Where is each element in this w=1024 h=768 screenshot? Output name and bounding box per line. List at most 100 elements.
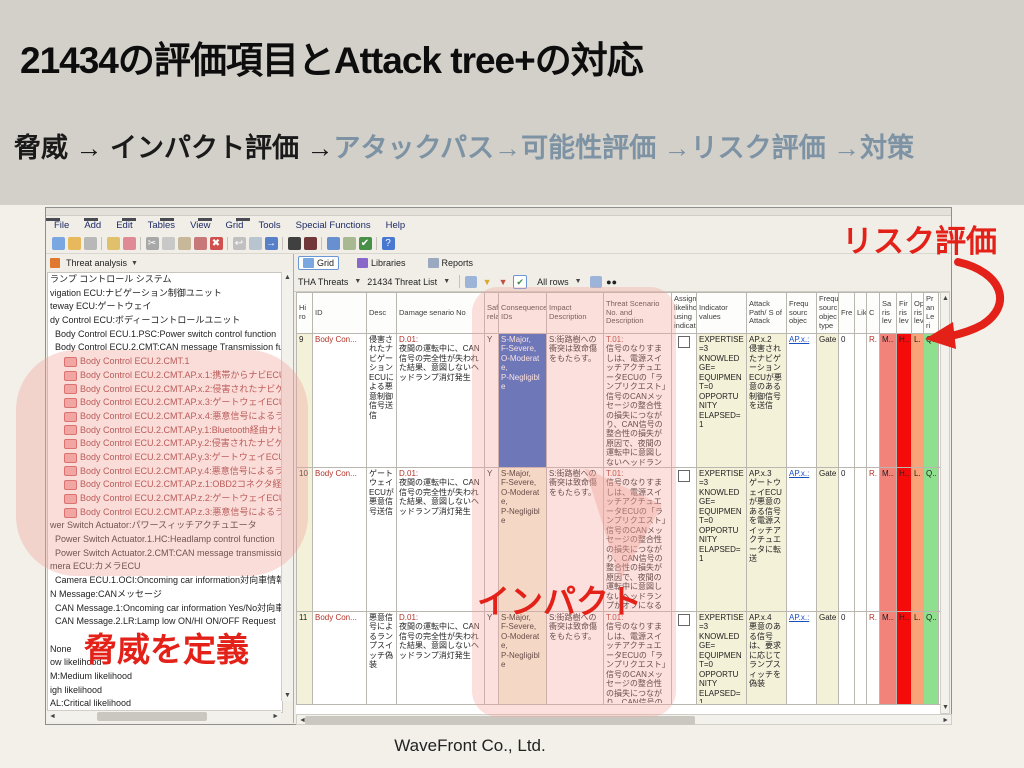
cell-fobj[interactable]: AP.x.: [786, 333, 817, 468]
cell-impact[interactable]: S:街路樹への衝突は致命傷をもたらす。 [546, 467, 604, 612]
tab-reports[interactable]: Reports [424, 257, 478, 269]
chevron-down-icon[interactable]: ▼ [574, 278, 582, 285]
cell-conseq[interactable]: S-Major, F-Severe, O-Moderate, P-Negligi… [498, 333, 547, 468]
tree-item[interactable]: Power Switch Actuator.1.HC:Headlamp cont… [48, 533, 282, 547]
cell-c[interactable]: R. [866, 333, 880, 468]
cell-sa[interactable]: M... [879, 467, 897, 612]
dataset-dropdown[interactable]: THA Threats [298, 276, 349, 287]
tree-threat-item[interactable]: Body Control ECU.2.CMT.AP.y.3:ゲートウェイECUが… [48, 451, 282, 465]
tree-threat-item[interactable]: Body Control ECU.2.CMT.AP.x.1:携帯からナビECU攻… [48, 369, 282, 383]
scroll-down-icon[interactable]: ▼ [942, 704, 949, 711]
cell-op[interactable]: L... [911, 333, 924, 468]
cell-fobj[interactable]: AP.x.: [786, 467, 817, 612]
column-header[interactable]: Hi ro [296, 292, 313, 334]
import-icon[interactable] [342, 237, 356, 250]
export-icon[interactable]: → [264, 237, 278, 250]
cell-saf[interactable]: Y [484, 611, 499, 705]
tree-item[interactable]: Body Control ECU.2.CMT:CAN message Trans… [48, 341, 282, 355]
grid-vertical-scrollbar[interactable]: ▲ ▼ [940, 292, 950, 714]
user-icon[interactable] [326, 237, 340, 250]
scroll-up-icon[interactable]: ▲ [942, 295, 949, 302]
tree-item[interactable]: teway ECU:ゲートウェイ [48, 300, 282, 314]
cell-desc[interactable]: 侵害されたナビゲーションECUによる悪意制御信号送信 [366, 333, 397, 468]
tree-threat-item[interactable]: Body Control ECU.2.CMT.AP.y.4:悪意信号によるランプ… [48, 465, 282, 479]
column-header[interactable]: Assign likeliho using indicat [671, 292, 697, 334]
folder-add-icon[interactable] [106, 237, 120, 250]
column-header[interactable]: Desc [366, 292, 397, 334]
cell-pr[interactable]: Q... [923, 611, 939, 705]
tree-item[interactable]: ow likelihood [48, 656, 282, 670]
find-icon[interactable] [287, 237, 301, 250]
cell-impact[interactable]: S:街路樹への衝突は致命傷をもたらす。 [546, 333, 604, 468]
tree-threat-item[interactable]: Body Control ECU.2.CMT.AP.z.1:OBD2コネクタ経由… [48, 478, 282, 492]
column-header[interactable]: Consequence IDs [498, 292, 547, 334]
duplicate-icon[interactable] [248, 237, 262, 250]
column-header[interactable]: Saf rela [484, 292, 499, 334]
cell-c[interactable]: R. [866, 611, 880, 705]
column-header[interactable]: Indicator values [696, 292, 747, 334]
tree-vertical-scrollbar[interactable]: ▲ ▼ [281, 272, 293, 701]
filter-check-icon[interactable]: ✔ [513, 274, 528, 289]
column-header[interactable]: ID [312, 292, 367, 334]
tree-item[interactable]: Body Control ECU.1.PSC:Power switch cont… [48, 328, 282, 342]
cell-fre[interactable]: 0 [838, 467, 855, 612]
column-header[interactable]: Frequ sourc objec [786, 292, 817, 334]
cell-ind[interactable]: EXPERTISE=3 KNOWLEDGE= EQUIPMENT=0 OPPOR… [696, 611, 747, 705]
cell-sa[interactable]: M... [879, 333, 897, 468]
tree-item[interactable]: N Message:CANメッセージ [48, 588, 282, 602]
tree-item[interactable]: Power Switch Actuator.2.CMT:CAN message … [48, 547, 282, 561]
cell-id[interactable]: Body Con... [312, 611, 367, 705]
column-header[interactable]: Fir ris lev [896, 292, 912, 334]
tree-item[interactable]: dy Control ECU:ボディーコントロールユニット [48, 314, 282, 328]
paste-icon[interactable] [177, 237, 191, 250]
tree-item[interactable]: ランプ コントロール システム [48, 273, 282, 287]
undo-icon[interactable]: ↩ [232, 237, 246, 250]
tree-threat-item[interactable]: Body Control ECU.2.CMT.AP.x.2:侵害されたナビゲーシ… [48, 383, 282, 397]
tree-threat-item[interactable]: Body Control ECU.2.CMT.AP.y.2:侵害されたナビゲーシ… [48, 437, 282, 451]
grid-horizontal-scrollbar[interactable]: ◄ ► [296, 714, 952, 725]
cell-fi[interactable]: H... [896, 333, 912, 468]
cell-num[interactable]: 10 [296, 467, 313, 612]
column-header[interactable]: Frequ sourc objec type [816, 292, 839, 334]
cell-damage[interactable]: D.01:夜間の運転中に、CAN信号の完全性が失われた結果、意図しないヘッドラン… [396, 333, 485, 468]
menu-tools[interactable]: Tools [258, 219, 281, 231]
cell-fi[interactable]: H... [896, 611, 912, 705]
cell-ind[interactable]: EXPERTISE=3 KNOWLEDGE= EQUIPMENT=0 OPPOR… [696, 467, 747, 612]
spellcheck-icon[interactable]: ✔ [358, 237, 372, 250]
scroll-right-icon[interactable]: ► [272, 713, 279, 720]
scroll-left-icon[interactable]: ◄ [49, 713, 56, 720]
cell-ftype[interactable]: Gate [816, 467, 839, 612]
menu-tables[interactable]: Tables [147, 219, 176, 231]
find-next-icon[interactable] [303, 237, 317, 250]
cell-damage[interactable]: D.01:夜間の運転中に、CAN信号の完全性が失われた結果、意図しないヘッドラン… [396, 467, 485, 612]
assign-likelihood-checkbox[interactable] [678, 336, 690, 348]
tree-item[interactable]: Camera ECU.1.OCI:Oncoming car informatio… [48, 574, 282, 588]
open-folder-icon[interactable] [67, 237, 81, 250]
tree-item[interactable]: AL:Critical likelihood [48, 697, 282, 711]
cell-conseq[interactable]: S-Major, F-Severe, O-Moderate, P-Negligi… [498, 467, 547, 612]
cell-lik[interactable] [854, 333, 867, 468]
scroll-right-icon[interactable]: ► [942, 717, 949, 724]
cell-assign[interactable] [671, 467, 697, 612]
cell-pr[interactable]: Q... [923, 467, 939, 612]
column-header[interactable]: Damage senario No [396, 292, 485, 334]
assign-likelihood-checkbox[interactable] [678, 470, 690, 482]
copy-icon[interactable] [161, 237, 175, 250]
paste-special-icon[interactable] [193, 237, 207, 250]
tree-threat-item[interactable]: Body Control ECU.2.CMT.AP.x.4:悪意信号によるランプ… [48, 410, 282, 424]
cell-desc[interactable]: 悪意信号によるランプスイッチ偽装 [366, 611, 397, 705]
assign-likelihood-checkbox[interactable] [678, 614, 690, 626]
rows-filter-dropdown[interactable]: All rows [537, 276, 569, 287]
column-header[interactable]: Op ris lev [911, 292, 924, 334]
cell-num[interactable]: 9 [296, 333, 313, 468]
cell-sa[interactable]: M... [879, 611, 897, 705]
menu-add[interactable]: Add [84, 219, 102, 231]
freq-source-link[interactable]: AP.x.: [789, 469, 810, 478]
column-header[interactable]: Lik [854, 292, 867, 334]
cell-fobj[interactable]: AP.x.: [786, 611, 817, 705]
grid-settings-icon[interactable] [465, 275, 478, 288]
column-header[interactable]: Pr an Le ri [923, 292, 939, 334]
save-icon[interactable] [83, 237, 97, 250]
cell-threat[interactable]: T.01:信号のなりすましは、電源スイッチアクチュエータECUの「ランプリクエス… [603, 611, 672, 705]
